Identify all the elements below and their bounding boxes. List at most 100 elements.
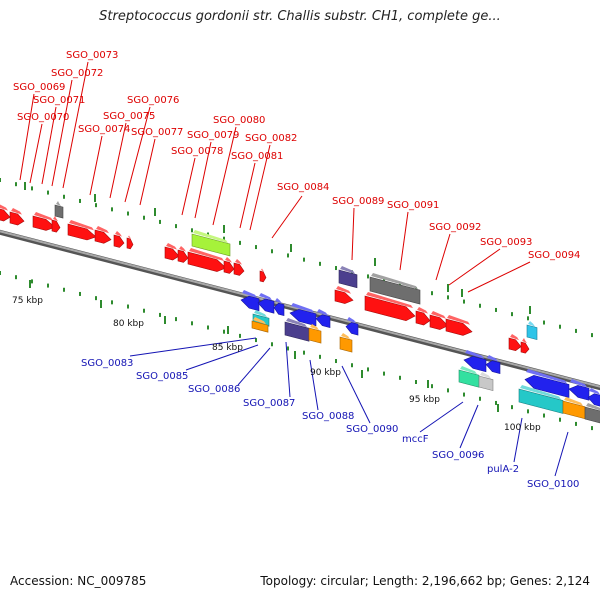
gene-arrow[interactable] (520, 341, 530, 354)
gene-arrow[interactable] (187, 251, 227, 272)
gene-arrow[interactable] (164, 246, 180, 261)
gene-arrow[interactable] (458, 369, 480, 388)
gene-bevel (520, 385, 561, 400)
gene-bevel (431, 311, 446, 319)
gene-label[interactable]: pulA-2 (487, 464, 519, 475)
gene-arrow[interactable] (308, 327, 322, 344)
gene-label[interactable]: SGO_0100 (527, 479, 579, 490)
gene-arrow[interactable] (233, 262, 245, 276)
gene-label[interactable]: SGO_0076 (127, 95, 179, 106)
gene-arrow[interactable] (478, 375, 494, 392)
gene-arrow[interactable] (257, 298, 275, 314)
gene-label[interactable]: SGO_0093 (480, 237, 532, 248)
gene-label[interactable]: SGO_0090 (346, 424, 398, 435)
label-leader (448, 248, 501, 286)
gene-arrow[interactable] (334, 289, 354, 304)
gene-bevel (189, 248, 224, 261)
gene-arrow[interactable] (429, 314, 449, 330)
gene-bevel (96, 226, 109, 234)
gene-bevel (417, 307, 428, 314)
gene-bevel (564, 397, 583, 406)
gene-arrow[interactable] (126, 237, 134, 250)
gene-arrow[interactable] (339, 336, 353, 353)
gene-label[interactable]: SGO_0092 (429, 222, 481, 233)
gene-bevel (310, 324, 319, 331)
gene-arrow[interactable] (191, 233, 231, 257)
gene-arrow[interactable] (508, 337, 522, 352)
gene-label[interactable]: SGO_0084 (277, 182, 329, 193)
gene-bevel (0, 204, 8, 211)
gene-arrow[interactable] (54, 204, 64, 219)
gene-arrow[interactable] (524, 375, 570, 398)
gene-arrow[interactable] (94, 229, 112, 244)
gene-arrow[interactable] (369, 276, 421, 305)
gene-bevel (286, 318, 307, 328)
gene-arrow[interactable] (315, 314, 331, 329)
gene-label[interactable]: SGO_0075 (103, 111, 155, 122)
gene-label[interactable]: SGO_0077 (131, 127, 183, 138)
gene-label[interactable]: SGO_0080 (213, 115, 265, 126)
gene-arrow[interactable] (51, 219, 61, 233)
gene-bevel (528, 321, 535, 327)
label-leader (124, 106, 151, 203)
gene-arrow[interactable] (240, 295, 260, 312)
gene-bevel (340, 266, 355, 274)
gene-arrow[interactable] (587, 393, 600, 407)
gene-label[interactable]: SGO_0073 (66, 50, 118, 61)
gene-arrow[interactable] (113, 234, 125, 248)
gene-bevel (487, 355, 498, 362)
gene-label[interactable]: SGO_0082 (245, 133, 297, 144)
gene-arrow[interactable] (9, 211, 25, 226)
gene-label[interactable]: SGO_0091 (387, 200, 439, 211)
gene-label[interactable]: SGO_0083 (81, 358, 133, 369)
gene-arrow[interactable] (251, 320, 269, 333)
gene-arrow[interactable] (284, 321, 310, 342)
gene-bevel (460, 366, 477, 375)
gene-arrow[interactable] (67, 223, 97, 241)
gene-arrow[interactable] (289, 309, 317, 327)
gene-bevel (166, 243, 177, 250)
gene-label[interactable]: SGO_0078 (171, 146, 223, 157)
gene-arrow[interactable] (338, 269, 358, 289)
gene-label[interactable]: SGO_0087 (243, 398, 295, 409)
gene-arrow[interactable] (485, 360, 501, 375)
gene-label[interactable]: mccF (402, 434, 429, 445)
gene-arrow[interactable] (0, 208, 11, 222)
gene-label[interactable]: SGO_0079 (187, 130, 239, 141)
gene-label[interactable]: SGO_0086 (188, 384, 240, 395)
gene-label[interactable]: SGO_0089 (332, 196, 384, 207)
gene-arrow[interactable] (259, 270, 267, 283)
gene-arrow[interactable] (223, 260, 235, 274)
gene-arrow[interactable] (415, 310, 431, 326)
gene-arrow[interactable] (568, 385, 590, 401)
gene-label[interactable]: SGO_0081 (231, 151, 283, 162)
gene-label[interactable]: SGO_0096 (432, 450, 484, 461)
label-leader (62, 61, 89, 189)
gene-arrow[interactable] (526, 324, 538, 341)
gene-arrow[interactable] (177, 249, 189, 263)
gene-label[interactable]: SGO_0071 (33, 95, 85, 106)
gene-arrow[interactable] (584, 406, 600, 424)
label-leader (212, 126, 237, 226)
gene-arrow[interactable] (345, 322, 359, 336)
gene-arrow[interactable] (273, 302, 285, 317)
gene-label[interactable]: SGO_0088 (302, 411, 354, 422)
gene-arrow[interactable] (364, 295, 416, 322)
gene-arrow[interactable] (463, 356, 487, 373)
gene-label[interactable]: SGO_0072 (51, 68, 103, 79)
gene-label[interactable]: SGO_0074 (78, 124, 130, 135)
gene-bevel (259, 293, 272, 301)
gene-label[interactable]: SGO_0094 (528, 250, 580, 261)
gene-arrow[interactable] (445, 318, 473, 336)
gene-label[interactable]: SGO_0069 (13, 82, 65, 93)
gene-arrow[interactable] (32, 215, 56, 231)
gene-label[interactable]: SGO_0070 (17, 112, 69, 123)
gene-label[interactable]: SGO_0085 (136, 371, 188, 382)
label-leader (89, 135, 103, 196)
gene-bevel (522, 338, 527, 344)
gene-arrow[interactable] (562, 400, 586, 420)
gene-bevel (242, 290, 257, 298)
gene-bevel (34, 212, 53, 221)
gene-arrow[interactable] (518, 388, 564, 414)
